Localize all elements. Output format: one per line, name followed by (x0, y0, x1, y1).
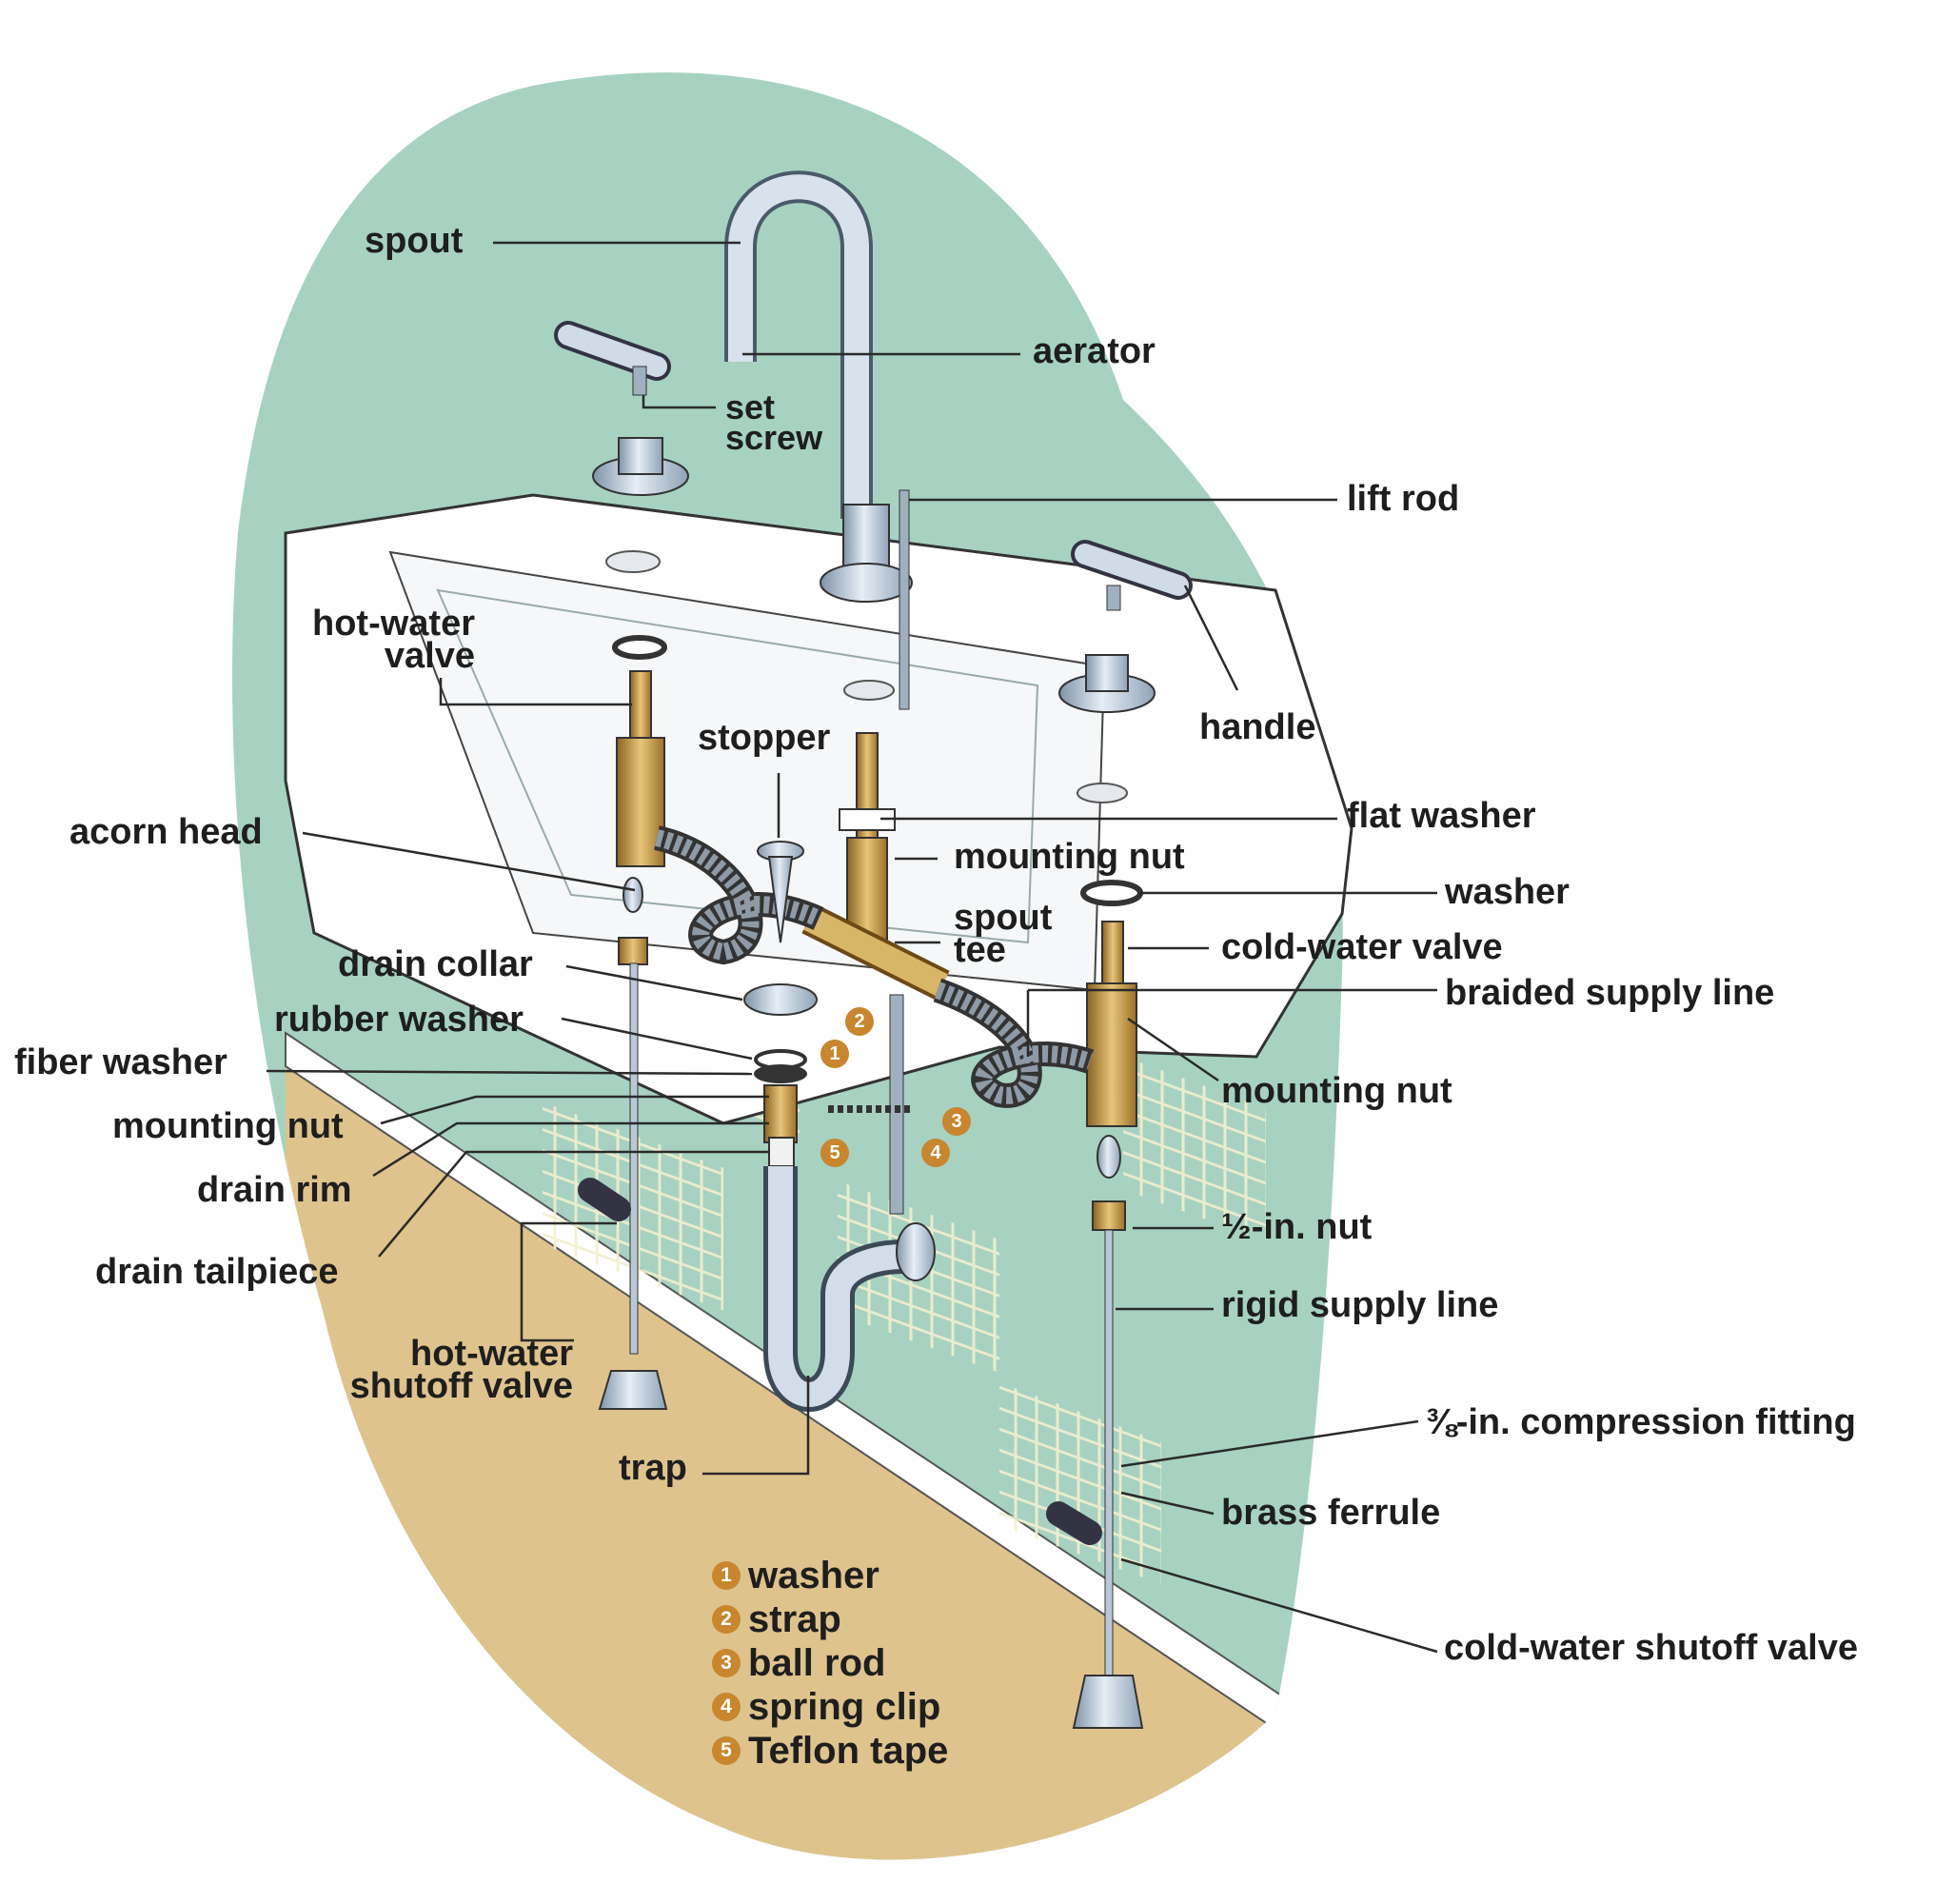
leader-lines (266, 241, 1438, 1654)
label-handle: handle (1199, 707, 1316, 747)
valves (616, 670, 1137, 1127)
label-rubber-washer: rubber washer (274, 1000, 524, 1040)
label-fiber-washer: fiber washer (14, 1042, 227, 1082)
callout-1: 1 (820, 1040, 849, 1068)
legend-badge: 4 (712, 1693, 741, 1721)
drain-assembly (743, 841, 936, 1412)
label-lift-rod: lift rod (1347, 479, 1460, 519)
label-washer: washer (1445, 872, 1570, 912)
label-half-inch-nut: ½-in. nut (1221, 1207, 1373, 1247)
sink-basin (284, 493, 1353, 1125)
callout-5: 5 (820, 1139, 849, 1167)
label-rigid-supply-line: rigid supply line (1221, 1285, 1499, 1325)
handles (554, 321, 1193, 906)
label-hot-water-valve-line1: hot-water (312, 604, 475, 644)
legend-badge: 1 (712, 1561, 741, 1590)
label-set-screw-line2: screw (725, 418, 823, 458)
label-hot-water-shutoff-valve: hot-water shutoff valve (314, 1334, 573, 1407)
label-hot-water-valve: hot-water valve (271, 604, 475, 677)
label-spout-tee: spout tee (954, 898, 1053, 971)
label-braided-supply-line: braided supply line (1445, 973, 1775, 1013)
label-spout: spout (365, 221, 464, 261)
legend-item: 5 Teflon tape (712, 1729, 948, 1773)
label-drain-collar: drain collar (338, 944, 533, 984)
callout-4: 4 (921, 1139, 950, 1167)
callout-3: 3 (942, 1107, 971, 1136)
label-brass-ferrule: brass ferrule (1221, 1493, 1441, 1533)
legend-text: strap (748, 1597, 841, 1640)
label-mounting-nut-top: mounting nut (954, 837, 1185, 877)
label-hot-water-shutoff-valve-line1: hot-water (410, 1334, 573, 1374)
label-flat-washer: flat washer (1347, 796, 1536, 836)
legend-item: 4 spring clip (712, 1685, 948, 1729)
legend-badge: 2 (712, 1605, 741, 1634)
label-cold-water-valve: cold-water valve (1221, 927, 1503, 967)
braided-supply-lines (653, 825, 1095, 1108)
label-spout-tee-line1: spout (954, 898, 1053, 938)
label-mounting-nut-left: mounting nut (112, 1106, 344, 1146)
legend-item: 1 washer (712, 1554, 948, 1597)
label-trap: trap (619, 1448, 687, 1488)
label-spout-tee-line2: tee (954, 930, 1006, 971)
legend-text: spring clip (748, 1685, 941, 1728)
legend-text: Teflon tape (748, 1729, 949, 1772)
legend-text: washer (748, 1554, 879, 1597)
legend: 1 washer 2 strap 3 ball rod 4 spring cli… (712, 1554, 948, 1773)
label-mounting-nut-right: mounting nut (1221, 1071, 1452, 1111)
callout-2: 2 (845, 1007, 874, 1036)
label-aerator: aerator (1033, 331, 1156, 371)
label-set-screw: set screw (725, 387, 823, 458)
label-stopper: stopper (698, 718, 831, 758)
legend-text: ball rod (748, 1641, 886, 1684)
label-cold-water-shutoff-valve: cold-water shutoff valve (1444, 1628, 1858, 1668)
label-hot-water-valve-line2: valve (384, 636, 475, 677)
legend-item: 3 ball rod (712, 1641, 948, 1685)
spout-assembly (724, 170, 913, 710)
label-acorn-head: acorn head (69, 812, 263, 852)
label-hot-water-shutoff-valve-line2: shutoff valve (349, 1366, 573, 1407)
supply-lines (578, 877, 1144, 1729)
label-drain-rim: drain rim (197, 1170, 352, 1210)
label-compression-fitting: ⅜-in. compression fitting (1426, 1402, 1856, 1442)
legend-badge: 3 (712, 1649, 741, 1677)
label-drain-tailpiece: drain tailpiece (95, 1252, 339, 1292)
label-set-screw-line1: set (725, 387, 776, 426)
legend-item: 2 strap (712, 1597, 948, 1641)
legend-badge: 5 (712, 1736, 741, 1765)
